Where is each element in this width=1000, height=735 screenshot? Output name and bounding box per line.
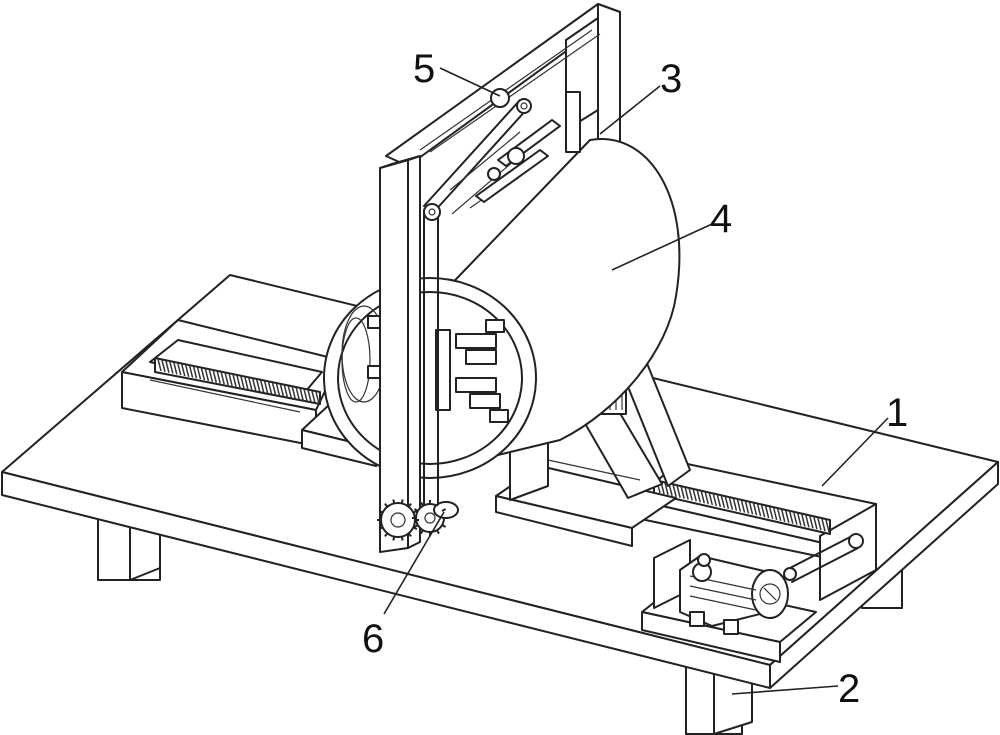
front-frame-column [379,155,421,553]
callout-5: 5 [413,47,435,91]
callout-3: 3 [660,57,682,101]
left-lead-screw [154,357,321,405]
leader-lines [383,67,889,695]
bottom-gear-icon [377,499,459,541]
drive-belt-right [789,533,864,583]
rod-assembly [475,91,581,203]
callout-4: 4 [710,197,732,241]
callout-6: 6 [362,617,384,661]
callout-2: 2 [838,667,860,711]
callout-1: 1 [886,391,908,435]
motor-icon [679,553,797,635]
chain-drive [423,99,529,509]
right-lead-screw [653,479,831,535]
internal-clamp-assembly [367,315,509,423]
idler-sprocket-icon [423,203,441,221]
top-sprocket-icon [490,88,532,114]
